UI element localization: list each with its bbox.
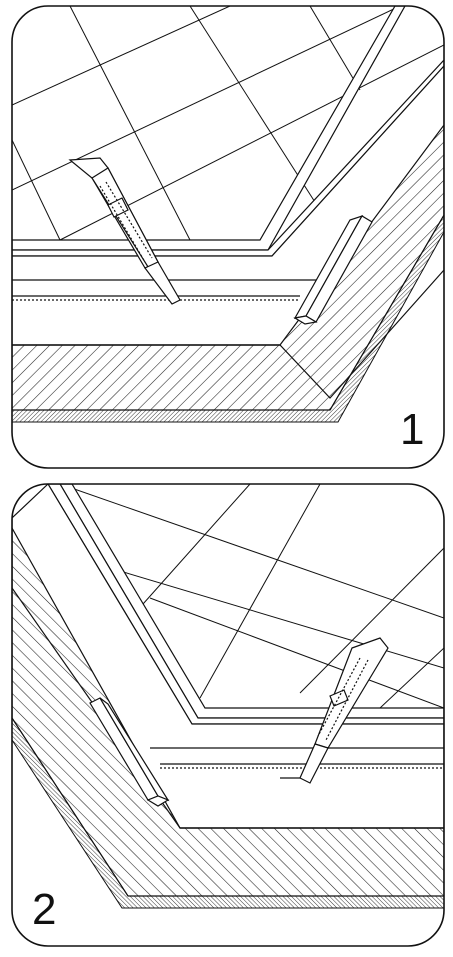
- panel-frame: [11, 483, 445, 947]
- utility-knife-icon: [68, 157, 181, 305]
- step-number: 2: [32, 885, 56, 934]
- tile-grid: [59, 484, 444, 709]
- panel-frame: [11, 5, 445, 469]
- panel-step-2: 2: [0, 478, 453, 957]
- nosing-base: [12, 716, 444, 909]
- nosing-base: [12, 213, 444, 423]
- threshold-edge: [12, 6, 444, 257]
- nosing-hatch: [12, 525, 444, 897]
- glue-strip-icon: [89, 697, 170, 807]
- step-number: 1: [400, 405, 424, 454]
- utility-knife-icon: [280, 637, 389, 784]
- step-2-scene: [12, 484, 444, 909]
- panel-step-1: 1: [0, 0, 453, 478]
- step-1-scene: [12, 6, 444, 423]
- step-1-illustration: 1: [11, 5, 445, 469]
- nosing-hatch: [12, 123, 444, 411]
- glue-strip-icon: [293, 214, 373, 325]
- step-2-illustration: 2: [11, 483, 445, 947]
